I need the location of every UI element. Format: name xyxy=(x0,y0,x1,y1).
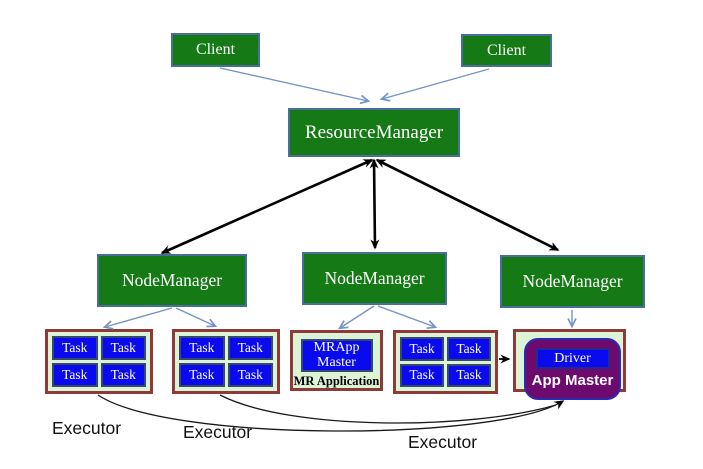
resource-manager-label: ResourceManager xyxy=(304,121,444,143)
arrow-executor1-appmaster xyxy=(97,394,565,432)
task-box: Task xyxy=(100,336,146,360)
task-box: Task xyxy=(400,337,444,361)
executor-caption-1: Executor xyxy=(52,418,122,438)
executor-caption-3: Executor xyxy=(408,432,478,452)
node-manager-label: NodeManager xyxy=(324,268,425,288)
arrow-executor2-appmaster xyxy=(219,394,557,424)
driver-box: Driver xyxy=(535,348,610,369)
task-label: Task xyxy=(189,340,215,355)
mrapp-master-label: MRApp Master xyxy=(313,340,360,370)
task-box: Task xyxy=(447,337,491,361)
node-manager-label: NodeManager xyxy=(522,271,623,291)
task-box: Task xyxy=(100,363,146,387)
app-master-box: Driver App Master xyxy=(524,338,621,400)
node-manager-box-2: NodeManager xyxy=(302,252,447,305)
client-box-2: Client xyxy=(461,34,552,67)
task-box: Task xyxy=(400,363,444,387)
mrapp-master-box: MRApp Master xyxy=(300,339,373,373)
task-label: Task xyxy=(456,340,482,356)
arrow-nm2-container3 xyxy=(377,305,438,330)
task-box: Task xyxy=(52,363,98,387)
task-box: Task xyxy=(447,363,491,387)
client-label: Client xyxy=(195,41,236,58)
task-label: Task xyxy=(409,340,435,356)
task-label: Task xyxy=(62,367,88,382)
arrow-nm1-container2 xyxy=(175,307,218,328)
client-label: Client xyxy=(486,41,527,59)
arrow-rm-nm1 xyxy=(160,158,374,255)
executor-container-3: Task Task Task Task xyxy=(393,330,498,394)
task-label: Task xyxy=(237,340,263,355)
node-manager-box-3: NodeManager xyxy=(500,255,645,308)
task-box: Task xyxy=(227,363,273,387)
arrow-rm-nm3 xyxy=(375,158,560,252)
task-label: Task xyxy=(62,340,88,355)
task-box: Task xyxy=(227,336,273,360)
task-label: Task xyxy=(409,367,435,383)
executor-container-1: Task Task Task Task xyxy=(45,329,153,394)
task-label: Task xyxy=(110,340,136,355)
executor-container-2: Task Task Task Task xyxy=(172,329,280,394)
arrow-client1-to-rm xyxy=(219,67,371,105)
resource-manager-box: ResourceManager xyxy=(288,108,460,157)
node-manager-label: NodeManager xyxy=(121,270,223,290)
executor-caption-2: Executor xyxy=(183,422,253,442)
task-label: Task xyxy=(237,367,263,382)
arrow-client2-to-rm xyxy=(379,68,490,102)
mr-application-container: MRApp Master MR Application xyxy=(290,330,383,391)
app-master-label: App Master xyxy=(531,372,614,389)
arrow-nm1-container1 xyxy=(102,307,173,330)
task-box: Task xyxy=(52,336,98,360)
mr-application-label: MR Application xyxy=(293,374,380,389)
task-label: Task xyxy=(110,367,136,382)
client-box-1: Client xyxy=(171,33,260,67)
arrow-nm2-mrapp xyxy=(337,305,375,330)
task-box: Task xyxy=(179,336,225,360)
node-manager-box-1: NodeManager xyxy=(97,254,247,307)
task-label: Task xyxy=(456,367,482,383)
app-master-container: Driver App Master xyxy=(513,329,626,400)
driver-label: Driver xyxy=(554,350,591,366)
task-box: Task xyxy=(179,363,225,387)
arrow-rm-nm2 xyxy=(369,158,380,250)
task-label: Task xyxy=(189,367,215,382)
